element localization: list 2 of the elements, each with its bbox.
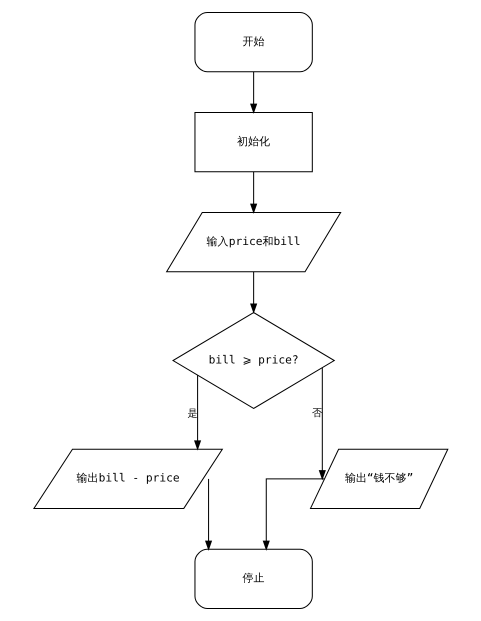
edge-label: 是 xyxy=(186,408,197,420)
edge-label: 否 xyxy=(312,408,322,420)
